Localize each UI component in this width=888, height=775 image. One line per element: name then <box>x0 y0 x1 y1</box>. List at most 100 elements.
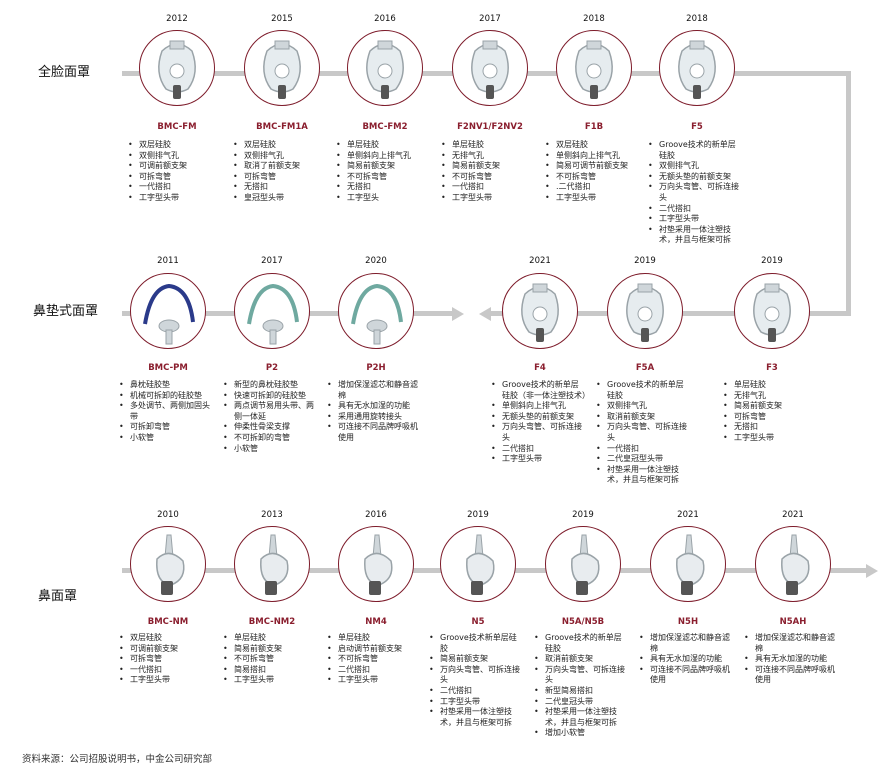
feature-item: 可拆弯管 <box>128 172 223 183</box>
feature-item: 万向头弯管、可拆连接头 <box>491 422 586 443</box>
timeline-arrow-right <box>452 307 464 321</box>
feature-item: 简易前额支架 <box>429 654 524 665</box>
feature-item: 衬垫采用一体注塑技术，并且与框架可拆 <box>534 707 629 728</box>
feature-item: 二代皇冠型头带 <box>596 454 691 465</box>
feature-item: 衬垫采用一体注塑技术，并且与框架可拆 <box>648 225 743 246</box>
feature-item: 双层硅胶 <box>233 140 328 151</box>
feature-item: Groove技术的新单层硅胶 <box>596 380 691 401</box>
feature-item: 不可拆弯管 <box>336 172 431 183</box>
feature-item: 工字型头带 <box>223 675 318 686</box>
item-model: N5A/N5B <box>561 617 605 627</box>
feature-item: 可拆弯管 <box>723 412 818 423</box>
item-year: 2018 <box>686 14 708 24</box>
feature-item: 不可拆弯管 <box>327 654 422 665</box>
item-year: 2013 <box>261 510 283 520</box>
row-label-nasal: 鼻面罩 <box>38 589 78 604</box>
item-features: 双层硅胶可调前额支架可拆弯管一代搭扣工字型头带 <box>119 633 214 686</box>
feature-item: 衬垫采用一体注塑技术，并且与框架可拆 <box>596 465 691 486</box>
feature-item: 快速可拆卸的硅胶垫 <box>223 391 318 402</box>
full-face-mask-icon <box>452 30 528 106</box>
feature-item: 无额头垫的前额支架 <box>648 172 743 183</box>
feature-item: 单侧斜向上排气孔 <box>545 151 640 162</box>
feature-item: 二代皇冠头带 <box>534 697 629 708</box>
feature-item: 机械可拆卸的硅胶垫 <box>119 391 214 402</box>
item-features: 鼻枕硅胶垫机械可拆卸的硅胶垫多处调节、两侧加固头带可拆卸弯管小软管 <box>119 380 214 444</box>
nasal-mask-icon <box>234 526 310 602</box>
feature-item: 万向头弯管、可拆连接头 <box>534 665 629 686</box>
feature-item: 启动调节前额支架 <box>327 644 422 655</box>
feature-item: .二代搭扣 <box>545 182 640 193</box>
feature-item: 无额头垫的前额支架 <box>491 412 586 423</box>
feature-item: 工字型头带 <box>119 675 214 686</box>
item-year: 2019 <box>761 256 783 266</box>
feature-item: 一代搭扣 <box>441 182 536 193</box>
feature-item: 工字型头带 <box>545 193 640 204</box>
nasal-pillow-mask-icon <box>338 273 414 349</box>
feature-item: 工字型头 <box>336 193 431 204</box>
feature-item: 可连接不同品牌呼吸机使用 <box>327 422 422 443</box>
item-features: Groove技术的新单层硅胶双侧排气孔取消前额支架万向头弯管、可拆连接头一代搭扣… <box>596 380 691 486</box>
full-face-mask-icon <box>607 273 683 349</box>
feature-item: 双层硅胶 <box>128 140 223 151</box>
feature-item: 工字型头带 <box>128 193 223 204</box>
feature-item: Groove技术的新单层硅胶 <box>648 140 743 161</box>
feature-item: 衬垫采用一体注塑技术，并且与框架可拆 <box>429 707 524 728</box>
nasal-mask-icon <box>650 526 726 602</box>
feature-item: 工字型头带 <box>441 193 536 204</box>
feature-item: 简易前额支架 <box>223 644 318 655</box>
feature-item: 双侧排气孔 <box>596 401 691 412</box>
item-model: BMC-PM <box>148 363 188 373</box>
feature-item: 一代搭扣 <box>119 665 214 676</box>
feature-item: 单层硅胶 <box>327 633 422 644</box>
item-year: 2011 <box>157 256 179 266</box>
item-year: 2019 <box>467 510 489 520</box>
item-year: 2017 <box>479 14 501 24</box>
timeline-arrow-left <box>479 307 491 321</box>
feature-item: 二代搭扣 <box>491 444 586 455</box>
feature-item: 取消前额支架 <box>534 654 629 665</box>
feature-item: Groove技术的新单层硅胶（非一体注塑技术） <box>491 380 590 401</box>
feature-item: 皇冠型头带 <box>233 193 328 204</box>
item-year: 2015 <box>271 14 293 24</box>
feature-item: 二代搭扣 <box>327 665 422 676</box>
feature-item: 工字型头带 <box>648 214 743 225</box>
item-year: 2020 <box>365 256 387 266</box>
feature-item: 不可拆弯管 <box>545 172 640 183</box>
feature-item: 工字型头带 <box>429 697 524 708</box>
feature-item: 可拆弯管 <box>233 172 328 183</box>
feature-item: 多处调节、两侧加固头带 <box>119 401 214 422</box>
item-year: 2010 <box>157 510 179 520</box>
item-features: 双层硅胶双侧排气孔可调前额支架可拆弯管一代搭扣工字型头带 <box>128 140 223 204</box>
feature-item: 一代搭扣 <box>596 444 691 455</box>
feature-item: 双侧排气孔 <box>128 151 223 162</box>
feature-item: 二代搭扣 <box>648 204 743 215</box>
feature-item: 无搭扣 <box>336 182 431 193</box>
feature-item: 工字型头带 <box>723 433 818 444</box>
item-features: 单层硅胶启动调节前额支架不可拆弯管二代搭扣工字型头带 <box>327 633 422 686</box>
feature-item: 单侧斜向上排气孔 <box>336 151 431 162</box>
item-features: 单层硅胶无排气孔简易前额支架不可拆弯管一代搭扣工字型头带 <box>441 140 536 204</box>
feature-item: 双侧排气孔 <box>233 151 328 162</box>
full-face-mask-icon <box>502 273 578 349</box>
item-model: N5AH <box>779 617 807 627</box>
item-features: 双层硅胶单侧斜向上排气孔简易可调节前额支架不可拆弯管.二代搭扣工字型头带 <box>545 140 640 204</box>
nasal-mask-icon <box>755 526 831 602</box>
nasal-pillow-mask-icon <box>234 273 310 349</box>
item-model: P2H <box>366 363 386 373</box>
feature-item: 万向头弯管、可拆连接头 <box>429 665 524 686</box>
feature-item: 可连接不同品牌呼吸机使用 <box>744 665 839 686</box>
item-model: N5 <box>471 617 485 627</box>
item-year: 2016 <box>374 14 396 24</box>
item-model: BMC-FM <box>157 122 197 132</box>
feature-item: 单层硅胶 <box>336 140 431 151</box>
item-year: 2021 <box>529 256 551 266</box>
feature-item: 不可拆弯管 <box>223 654 318 665</box>
nasal-mask-icon <box>440 526 516 602</box>
timeline-arrow-right-row3 <box>866 564 878 578</box>
item-features: 单层硅胶无排气孔简易前额支架可拆弯管无搭扣工字型头带 <box>723 380 818 444</box>
feature-item: 取消前额支架 <box>596 412 691 423</box>
feature-item: 单层硅胶 <box>223 633 318 644</box>
item-features: Groove技术的新单层硅胶双侧排气孔无额头垫的前额支架万向头弯管、可拆连接头二… <box>648 140 743 246</box>
item-model: BMC-FM1A <box>256 122 308 132</box>
feature-item: 具有无水加湿的功能 <box>639 654 734 665</box>
